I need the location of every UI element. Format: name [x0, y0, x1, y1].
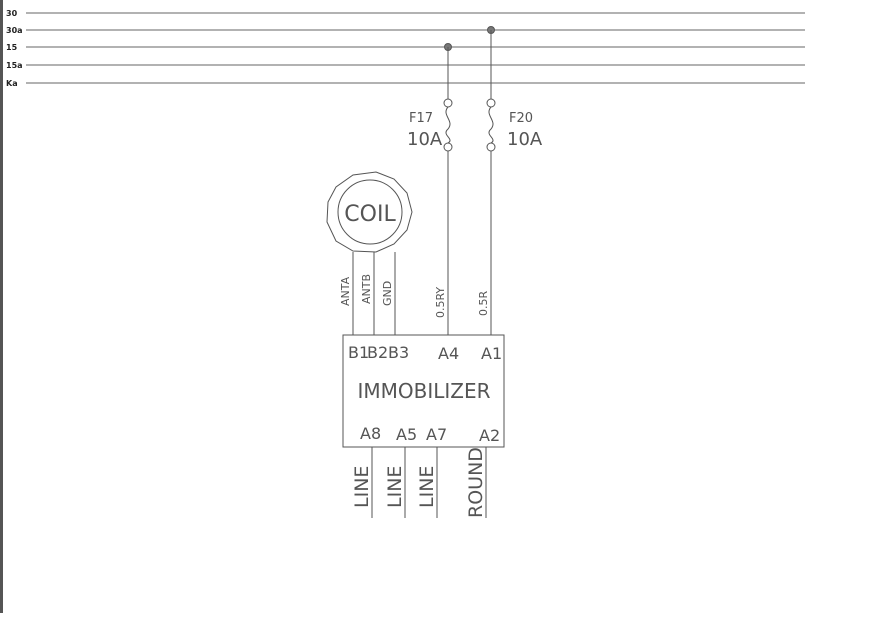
- bottom-wire-labels: LINE LINE LINE ROUND: [351, 447, 487, 518]
- wire-label-gnd: GND: [381, 281, 394, 306]
- f20-terminal-top: [486, 98, 496, 108]
- coil-label: COIL: [344, 202, 396, 227]
- rail-labels: 30 30a 15 15a Ka: [6, 9, 23, 88]
- pin-a1: A1: [481, 344, 502, 363]
- f17-terminal-bottom: [443, 142, 453, 152]
- wire-label-a7: LINE: [416, 466, 438, 508]
- wire-label-antb: ANTB: [360, 274, 373, 304]
- left-border: [0, 0, 3, 613]
- f17-name: F17: [409, 111, 433, 126]
- fuse-f17: [443, 47, 453, 335]
- f17-terminal-top: [443, 98, 453, 108]
- bottom-wires: [371, 447, 487, 518]
- coil-inner-ring: [337, 179, 403, 245]
- module-label: IMMOBILIZER: [357, 379, 490, 403]
- wire-label-a5: LINE: [384, 466, 406, 508]
- module-pins: B1 B2 B3 A4 A1 A8 A5 A7 A2: [348, 343, 502, 445]
- rail-label-ka: Ka: [6, 79, 18, 88]
- f20-terminal-bottom: [486, 142, 496, 152]
- pin-a4: A4: [438, 344, 459, 363]
- rail-label-30a: 30a: [6, 26, 23, 35]
- wire-label-ry: 0.5RY: [434, 287, 447, 318]
- f20-rating: 10A: [507, 129, 543, 150]
- coil: [326, 171, 413, 253]
- rail-label-30: 30: [6, 9, 18, 18]
- wire-label-r: 0.5R: [477, 291, 490, 316]
- wire-labels: ANTA ANTB GND 0.5RY 0.5R: [339, 274, 490, 318]
- coil-outer-ring: [326, 171, 413, 253]
- pin-a5: A5: [396, 425, 417, 444]
- f17-rating: 10A: [407, 129, 443, 150]
- f20-fuse-element: [488, 106, 494, 144]
- rail-label-15: 15: [6, 43, 18, 52]
- pin-a2: A2: [479, 426, 500, 445]
- wire-label-anta: ANTA: [339, 276, 352, 306]
- immobilizer-module: [342, 334, 505, 448]
- f17-fuse-element: [445, 106, 451, 144]
- pin-b1: B1: [348, 343, 369, 362]
- coil-wires: [352, 252, 396, 335]
- rail-label-15a: 15a: [6, 61, 23, 70]
- power-rails: [26, 12, 805, 84]
- pin-b3: B3: [388, 343, 409, 362]
- pin-a7: A7: [426, 425, 447, 444]
- pin-a8: A8: [360, 424, 381, 443]
- fuse-f20: [486, 30, 496, 335]
- wire-label-a2: ROUND: [465, 447, 487, 518]
- f20-name: F20: [509, 111, 533, 126]
- wire-label-a8: LINE: [351, 466, 373, 508]
- pin-b2: B2: [367, 343, 388, 362]
